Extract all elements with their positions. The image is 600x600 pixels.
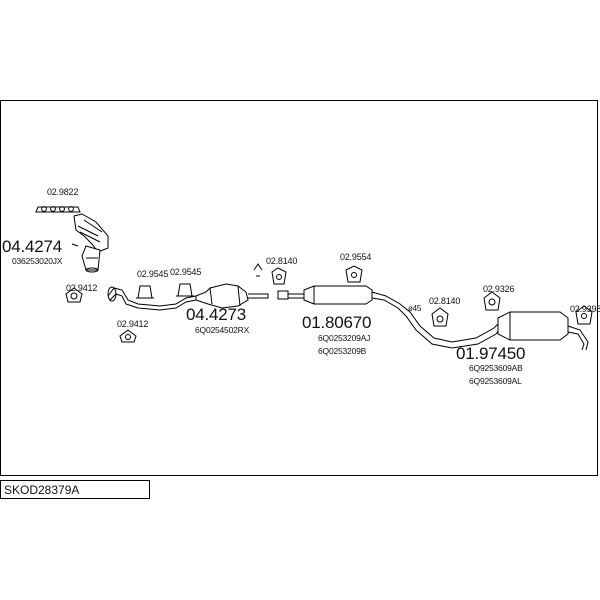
label-gasket-left: 02.9412	[66, 283, 98, 293]
hanger-b-icon	[345, 265, 363, 283]
hanger-d-icon	[483, 291, 501, 311]
hanger-c-icon	[431, 307, 449, 327]
label-hanger-c: 02.8140	[429, 296, 461, 306]
label-hanger-d: 02.9326	[483, 284, 515, 294]
label-gasket-pipe: 02.9412	[117, 319, 149, 329]
oem-front-catalyst: 6Q0254502RX	[195, 325, 250, 335]
oem-rear-silencer-2: 6Q9253609AL	[469, 376, 522, 386]
label-manifold-cat: 04.4274	[2, 237, 63, 256]
label-gasket-top: 02.9822	[47, 187, 79, 197]
label-hanger-b: 02.9554	[340, 252, 372, 262]
label-front-catalyst: 04.4273	[186, 305, 247, 324]
clamp-b-icon	[176, 283, 194, 297]
label-clamp-b: 02.9545	[170, 267, 202, 277]
label-clamp-a: 02.9545	[137, 269, 169, 279]
diagram-frame	[0, 100, 598, 476]
manifold-catalyst-icon	[73, 213, 109, 273]
oem-rear-silencer-1: 6Q9253609AB	[469, 363, 523, 373]
gasket-left-icon	[65, 287, 83, 303]
gasket-4-port-icon	[35, 206, 81, 213]
front-catalyst-icon	[195, 283, 269, 309]
label-hanger-e: 02.9398	[570, 304, 600, 314]
label-rear-silencer: 01.97450	[456, 344, 526, 363]
hanger-a-icon	[253, 263, 287, 285]
clamp-a-icon	[136, 285, 154, 299]
pipe-clamp-icon	[277, 290, 289, 300]
label-hanger-a: 02.8140	[266, 256, 298, 266]
diagram-code-box: SKOD28379A	[0, 480, 150, 499]
label-mid-silencer: 01.80670	[302, 313, 372, 332]
gasket-pipe-icon	[119, 329, 137, 343]
rear-silencer-icon	[497, 311, 589, 351]
hanger-e-icon	[575, 305, 593, 325]
diagram-code: SKOD28379A	[4, 483, 80, 497]
front-pipe-icon	[107, 286, 197, 311]
mid-silencer-icon	[288, 285, 505, 349]
oem-manifold-cat: 036253020JX	[12, 256, 63, 266]
label-pipe-diameter: ø45	[408, 304, 422, 313]
oem-mid-silencer-2: 6Q0253209B	[318, 346, 367, 356]
oem-mid-silencer-1: 6Q0253209AJ	[318, 333, 371, 343]
